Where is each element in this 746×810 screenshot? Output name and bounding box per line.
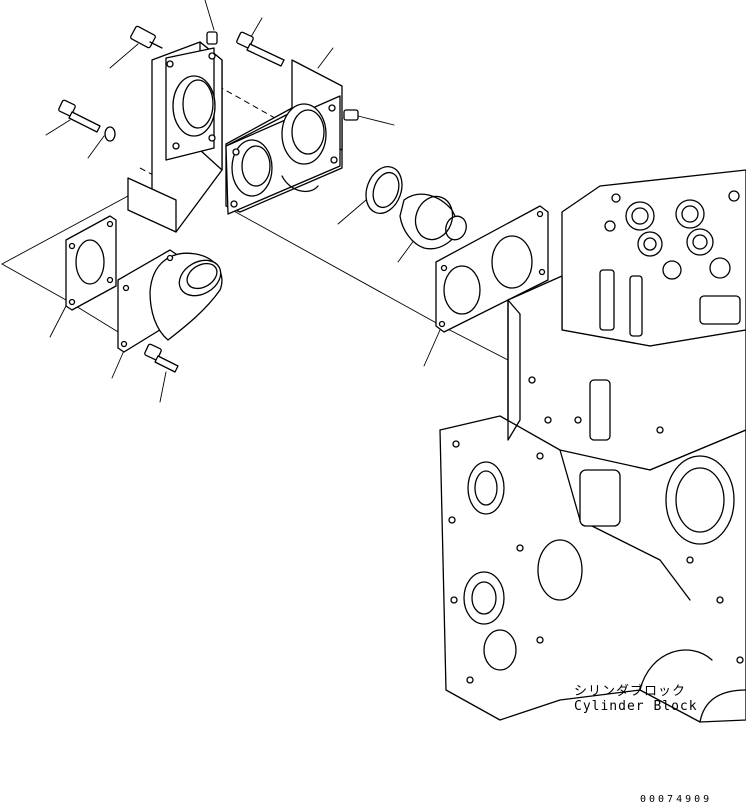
small-plug-top [206, 31, 218, 45]
gasket-left [65, 215, 117, 311]
thermostat-housing [127, 41, 223, 233]
thermostat-case [225, 59, 343, 215]
water-outlet-elbow [117, 249, 223, 353]
mounting-bolt-left [58, 99, 101, 133]
seal-ring [365, 166, 403, 214]
plug-bolt-top [130, 25, 163, 49]
cylinder-block-label-jp: シリンダブロック [574, 684, 687, 699]
elbow-bolt [144, 343, 179, 373]
cylinder-block [439, 169, 746, 723]
mounting-bolt-top [236, 31, 285, 67]
thermostat [399, 193, 467, 250]
washer-left [104, 126, 116, 142]
cylinder-block-label-en: Cylinder Block [574, 699, 698, 714]
gasket-right [435, 205, 549, 333]
drawing-number: 00074909 [640, 794, 713, 805]
leader-lines [45, 0, 441, 403]
small-plug-right [343, 109, 359, 121]
